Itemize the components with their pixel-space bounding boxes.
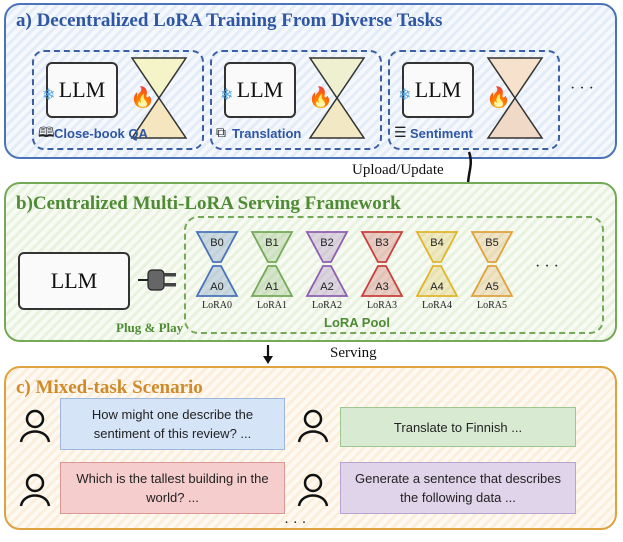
llm-box: LLM xyxy=(402,62,474,118)
lora-b-label: B4 xyxy=(430,237,443,249)
lora-pool-label: LoRA Pool xyxy=(324,315,390,330)
base-llm-box: LLM xyxy=(18,252,130,310)
lora-adapter-icon xyxy=(486,57,544,139)
lora-b-label: B3 xyxy=(375,237,388,249)
lora-a-matrix xyxy=(305,265,349,297)
requests-ellipsis: · · · xyxy=(284,515,307,531)
lora-a-matrix xyxy=(470,265,514,297)
lora-b-matrix xyxy=(470,231,514,263)
request-sentiment: How might one describe the sentiment of … xyxy=(60,398,285,450)
lora-adapter-icon xyxy=(308,57,366,139)
lora-a-label: A0 xyxy=(210,281,223,293)
lora-b-matrix xyxy=(360,231,404,263)
serving-arrow xyxy=(263,345,273,364)
serving-title: b)Centralized Multi-LoRA Serving Framewo… xyxy=(16,193,401,214)
tasks-ellipsis: · · · xyxy=(570,80,594,97)
task-box-close-book-qa: LLM ❄ 🔥 🕮 Close-book QA xyxy=(32,50,204,150)
request-qa: Which is the tallest building in the wor… xyxy=(60,462,285,514)
lora-b-label: B1 xyxy=(265,237,278,249)
user-icon xyxy=(297,473,329,507)
lora-b-matrix xyxy=(305,231,349,263)
list-icon: ☰ xyxy=(394,126,407,141)
serving-label: Serving xyxy=(330,345,377,361)
lora-a-matrix xyxy=(360,265,404,297)
task-label: Translation xyxy=(232,126,302,141)
pool-ellipsis: · · · xyxy=(535,258,559,275)
user-icon xyxy=(297,409,329,443)
translate-icon: ⧉ xyxy=(216,126,226,141)
lora-a-label: A4 xyxy=(430,281,443,293)
lora-a-label: A2 xyxy=(320,281,333,293)
plug-icon xyxy=(138,269,176,291)
book-icon: 🕮 xyxy=(38,126,55,141)
frozen-icon: ❄ xyxy=(220,87,234,104)
lora-a-label: A1 xyxy=(265,281,278,293)
lora-a-matrix xyxy=(415,265,459,297)
request-data-to-text: Generate a sentence that describes the f… xyxy=(340,462,576,514)
scenario-title: c) Mixed-task Scenario xyxy=(16,377,203,398)
lora-a-matrix xyxy=(250,265,294,297)
lora-a-label: A5 xyxy=(485,281,498,293)
lora-name-label: LoRA2 xyxy=(312,300,342,311)
lora-b-matrix xyxy=(250,231,294,263)
lora-b-label: B2 xyxy=(320,237,333,249)
training-title: a) Decentralized LoRA Training From Dive… xyxy=(16,10,443,31)
llm-box: LLM xyxy=(46,62,118,118)
task-box-translation: LLM ❄ 🔥 ⧉ Translation xyxy=(210,50,382,150)
lora-name-label: LoRA5 xyxy=(477,300,507,311)
lora-a-matrix xyxy=(195,265,239,297)
task-box-sentiment: LLM ❄ 🔥 ☰ Sentiment xyxy=(388,50,560,150)
lora-b-label: B0 xyxy=(210,237,223,249)
lora-name-label: LoRA4 xyxy=(422,300,452,311)
user-icon xyxy=(19,473,51,507)
trainable-fire-icon: 🔥 xyxy=(486,87,511,109)
lora-name-label: LoRA0 xyxy=(202,300,232,311)
frozen-icon: ❄ xyxy=(398,87,412,104)
lora-name-label: LoRA1 xyxy=(257,300,287,311)
request-translation: Translate to Finnish ... xyxy=(340,407,576,447)
trainable-fire-icon: 🔥 xyxy=(308,87,333,109)
lora-adapter-icon xyxy=(130,57,188,139)
task-label: Sentiment xyxy=(410,126,473,141)
user-icon xyxy=(19,409,51,443)
lora-pool-box xyxy=(184,216,604,334)
lora-name-label: LoRA3 xyxy=(367,300,397,311)
plug-and-play-label: Plug & Play xyxy=(116,320,184,335)
lora-b-matrix xyxy=(195,231,239,263)
upload-label: Upload/Update xyxy=(352,162,444,178)
lora-b-matrix xyxy=(415,231,459,263)
lora-a-label: A3 xyxy=(375,281,388,293)
frozen-icon: ❄ xyxy=(42,87,56,104)
task-label: Close-book QA xyxy=(54,126,148,141)
lora-b-label: B5 xyxy=(485,237,498,249)
llm-box: LLM xyxy=(224,62,296,118)
trainable-fire-icon: 🔥 xyxy=(130,87,155,109)
